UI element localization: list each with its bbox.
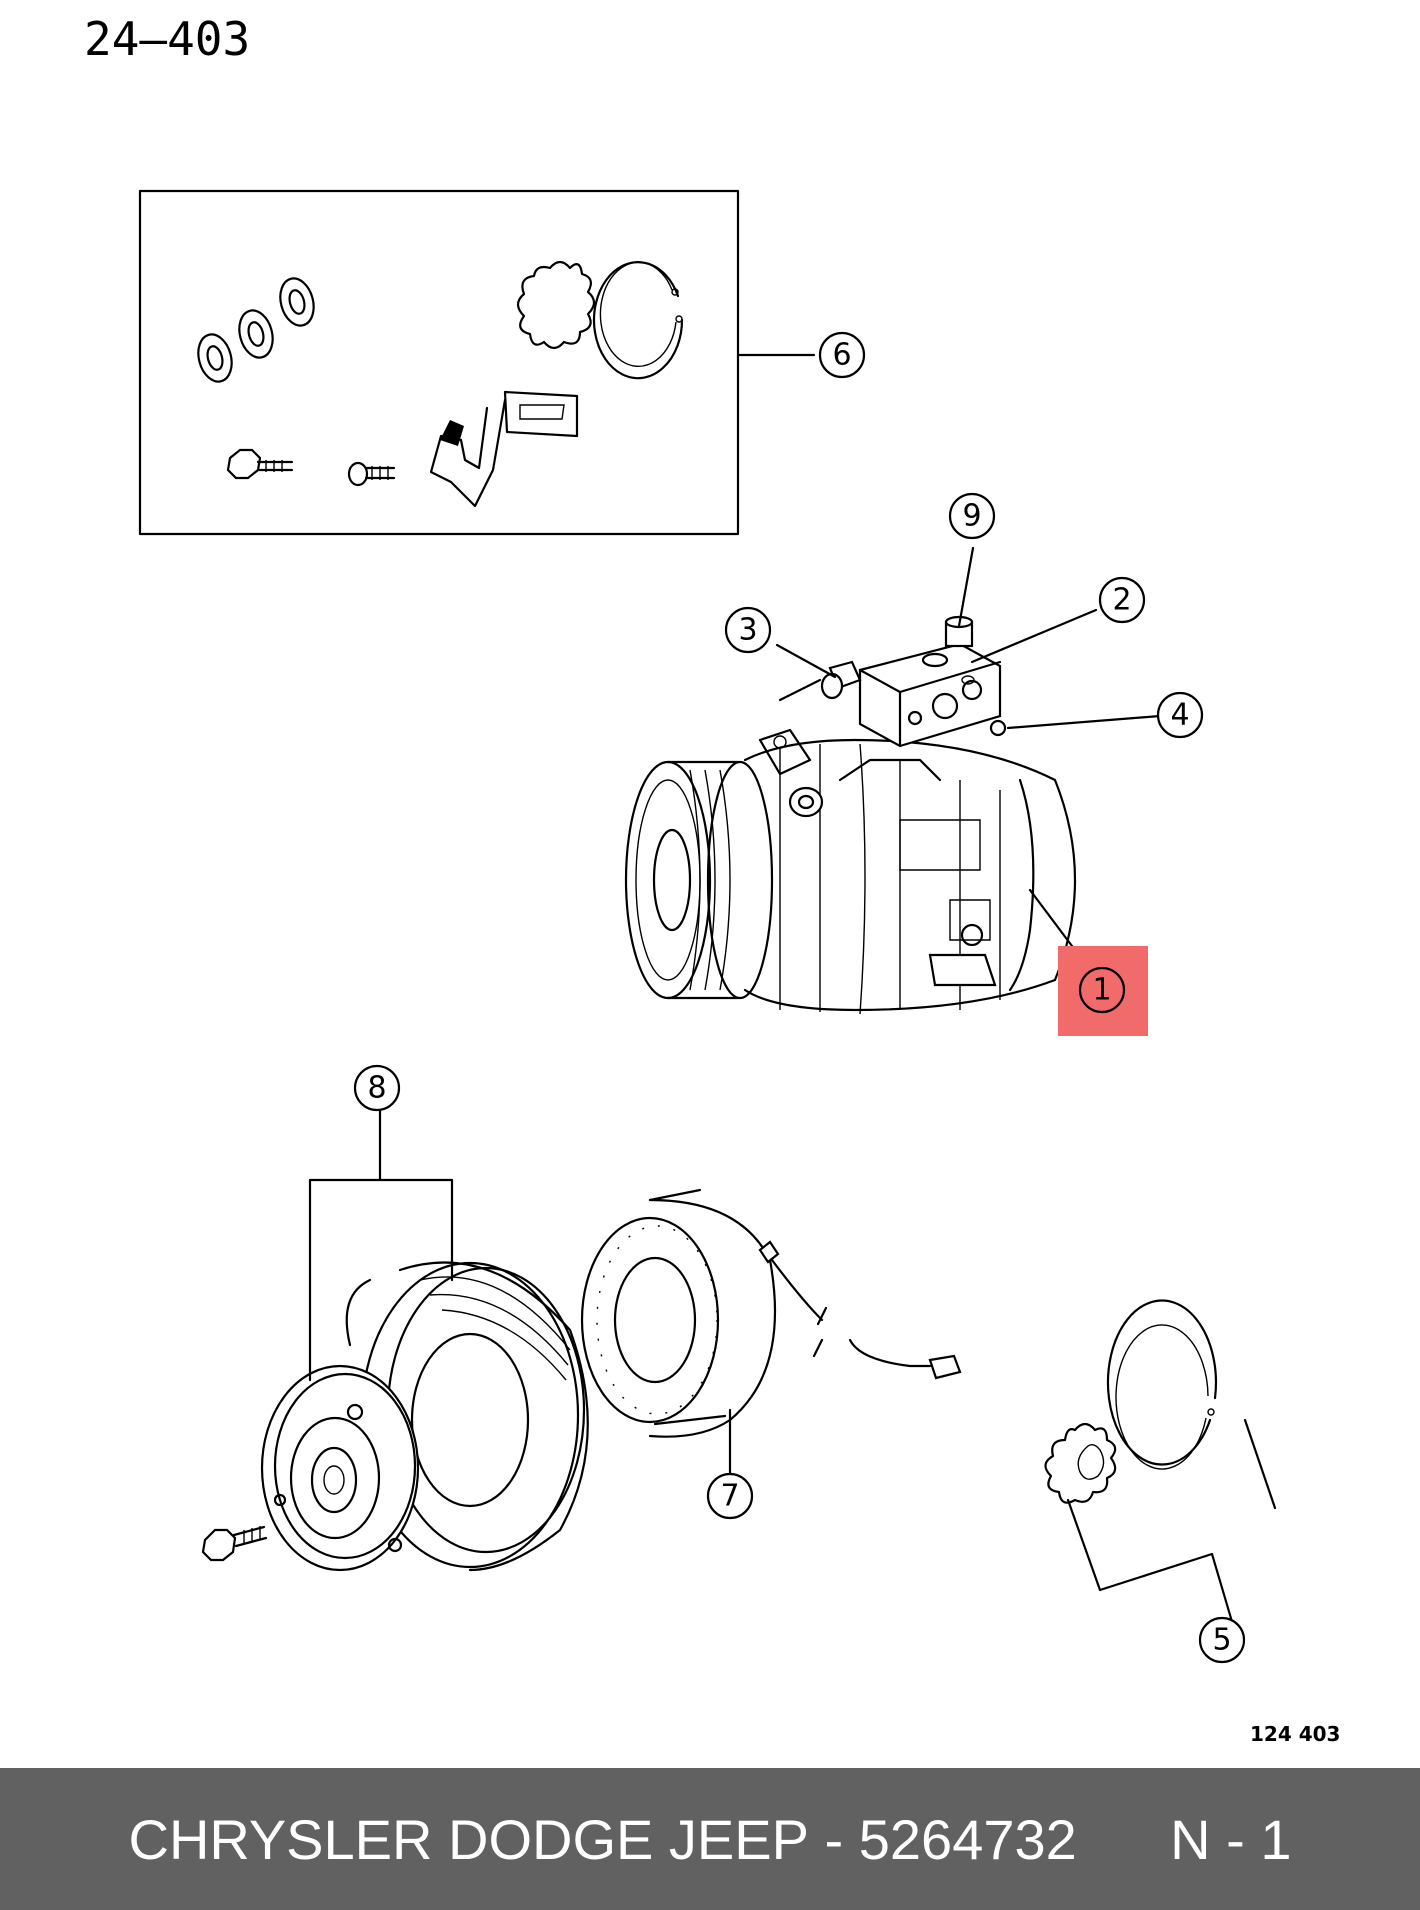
callout-8: 8 (353, 1064, 401, 1112)
o-ring-set (197, 277, 315, 383)
callout-2: 2 (1098, 576, 1146, 624)
svg-text:8: 8 (367, 1071, 386, 1106)
figure-code: 124 403 (1250, 1722, 1341, 1746)
svg-text:6: 6 (832, 338, 851, 373)
callout-6: 6 (818, 331, 866, 379)
shaft-seal-kit (1044, 1299, 1218, 1504)
flange-bolt (226, 448, 294, 480)
callout-3: 3 (724, 606, 772, 654)
svg-text:7: 7 (720, 1479, 739, 1514)
manifold-head (858, 642, 1002, 748)
field-coil (580, 1188, 962, 1438)
small-bolt (347, 461, 396, 487)
clutch-front-plate (260, 1364, 420, 1572)
pressure-relief-valve (778, 660, 862, 702)
snap-ring (592, 261, 684, 380)
highlight-box (1058, 946, 1148, 1036)
footer-part-number: 5264732 (858, 1807, 1077, 1871)
compressor-assembly (624, 615, 1077, 1015)
compressor-body (743, 738, 1077, 1015)
callout-5: 5 (1198, 1616, 1246, 1664)
callout-9: 9 (948, 492, 996, 540)
svg-text:5: 5 (1212, 1623, 1231, 1658)
compressor-pulley (624, 760, 774, 1000)
footer-separator: - (824, 1807, 844, 1871)
coil-lead-wire (770, 1258, 962, 1380)
seal-kit-box (138, 189, 740, 536)
svg-text:9: 9 (962, 499, 981, 534)
callout-1: 1 (1078, 966, 1126, 1014)
clutch-assembly (201, 1261, 589, 1572)
mounting-bracket (429, 390, 579, 508)
clutch-hub-bolt (201, 1525, 268, 1562)
footer-position: N - 1 (1170, 1807, 1292, 1871)
shaft-seal-ring (516, 260, 596, 350)
footer-brand: CHRYSLER DODGE JEEP (128, 1807, 809, 1871)
svg-text:4: 4 (1170, 698, 1189, 733)
svg-text:3: 3 (738, 613, 757, 648)
callout-7: 7 (706, 1472, 754, 1520)
svg-text:2: 2 (1112, 583, 1131, 618)
footer-bar: CHRYSLER DODGE JEEP - 5264732 N - 1 (0, 1768, 1420, 1910)
ac-compressor-exploded-diagram: 1 2 3 4 5 6 7 8 9 (138, 189, 1277, 1664)
mounting-boss (758, 719, 1007, 818)
leader-lines (308, 353, 1277, 1644)
svg-text:1: 1 (1092, 973, 1111, 1008)
page-number: 24–403 (84, 12, 251, 66)
callout-4: 4 (1156, 691, 1204, 739)
